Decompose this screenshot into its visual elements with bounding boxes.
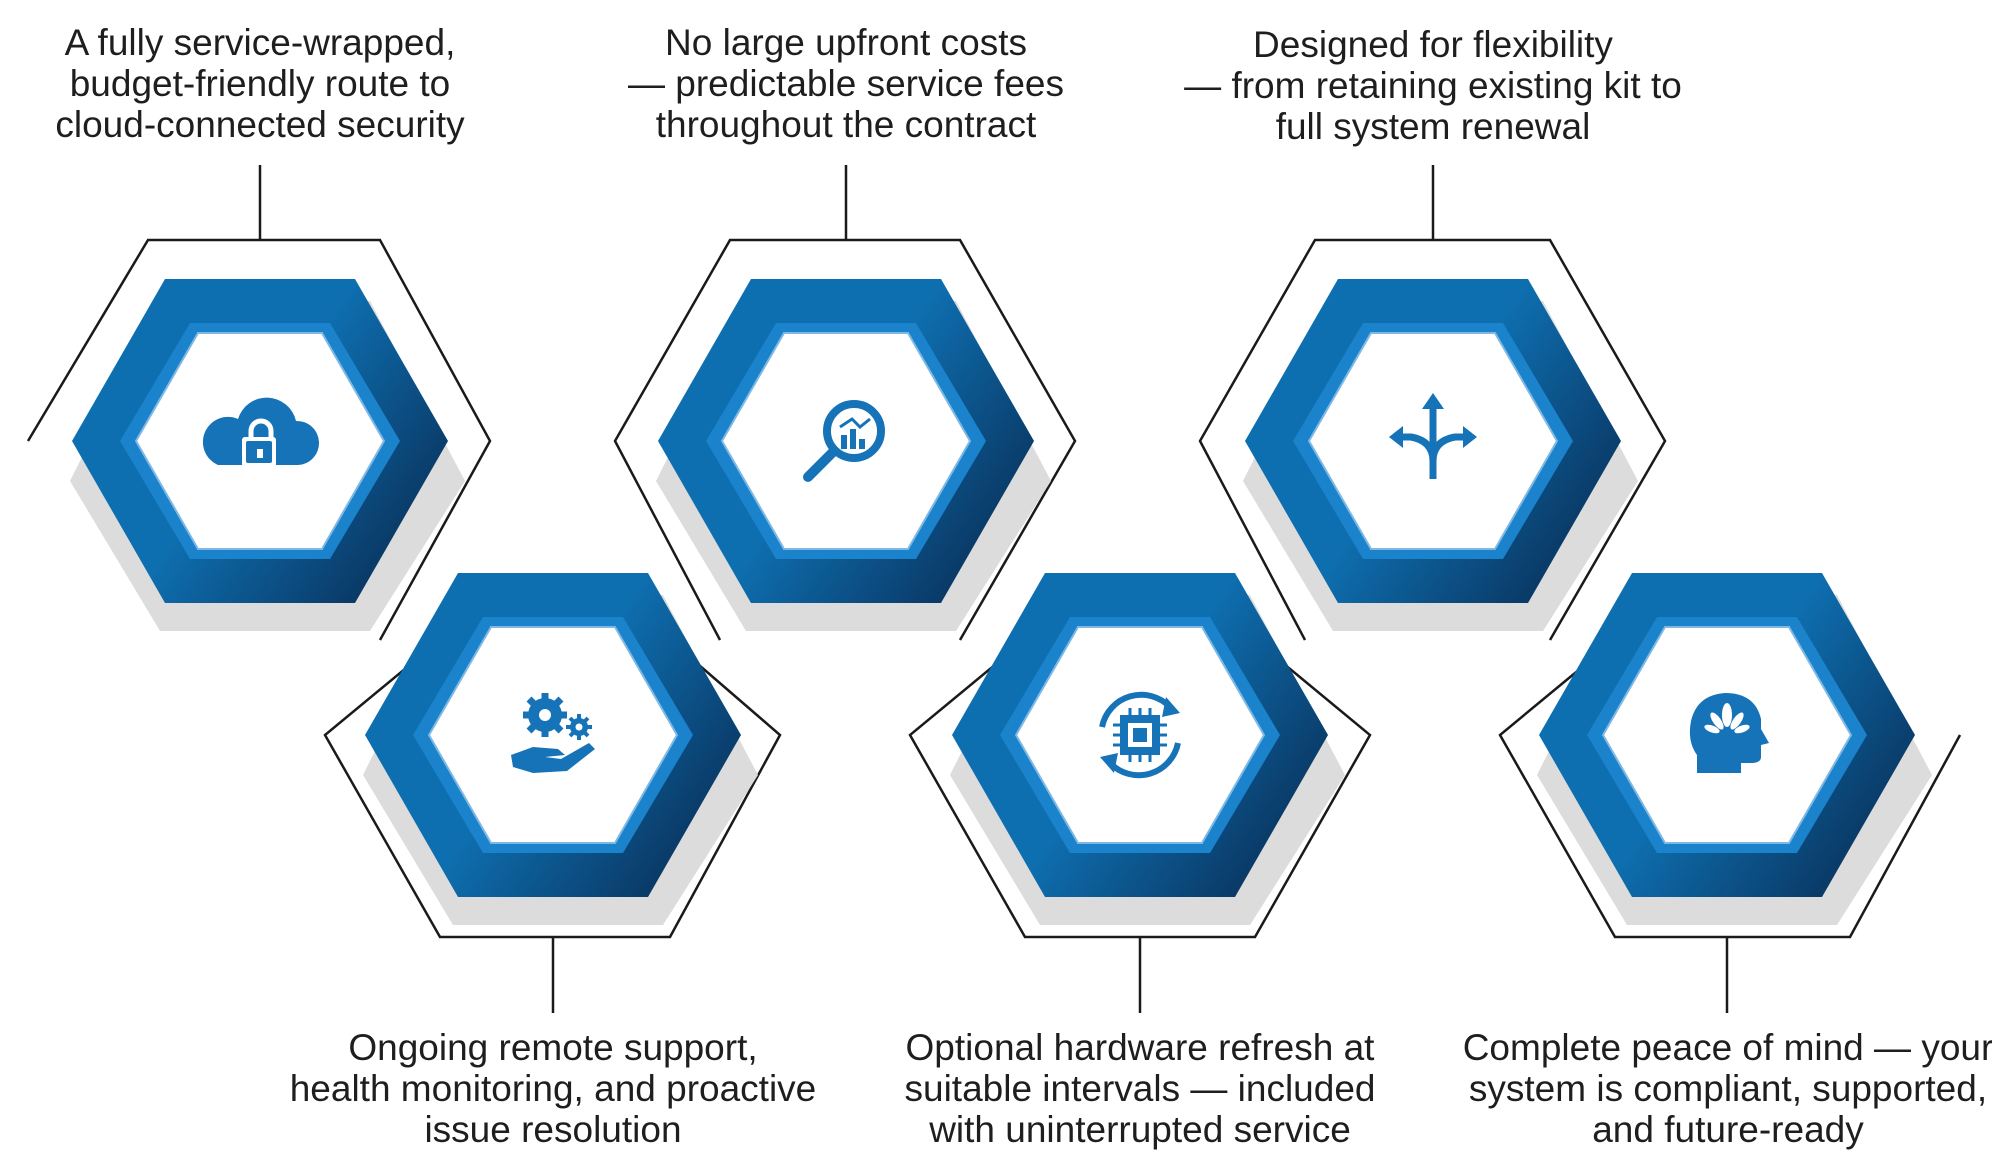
hexagon-hardware-refresh [950, 573, 1345, 925]
caption-line: suitable intervals — included [904, 1068, 1376, 1109]
caption-no-upfront-costs: No large upfront costs — predictable ser… [546, 22, 1146, 145]
caption-line: A fully service-wrapped, [64, 22, 456, 63]
caption-remote-support: Ongoing remote support, health monitorin… [253, 1027, 853, 1150]
caption-line: system is compliant, supported, [1468, 1068, 1988, 1109]
caption-line: health monitoring, and proactive [289, 1068, 817, 1109]
caption-line: — from retaining existing kit to [1184, 65, 1682, 106]
caption-line: Complete peace of mind — your [1462, 1027, 1992, 1068]
caption-line: Optional hardware refresh at [905, 1027, 1375, 1068]
caption-line: No large upfront costs [665, 22, 1027, 63]
hex-inner [427, 626, 679, 844]
split-arrows-icon [1389, 393, 1477, 479]
caption-flexibility: Designed for flexibility — from retainin… [1133, 24, 1733, 147]
magnifier-chart-icon [803, 400, 885, 482]
cloud-lock-icon [202, 397, 320, 467]
outline-hex-2 [323, 639, 782, 939]
caption-line: issue resolution [424, 1109, 682, 1150]
caption-hardware-refresh: Optional hardware refresh at suitable in… [840, 1027, 1440, 1150]
caption-line: cloud-connected security [55, 104, 465, 145]
caption-line: budget-friendly route to [69, 63, 451, 104]
caption-peace-of-mind: Complete peace of mind — your system is … [1428, 1027, 1992, 1150]
caption-line: Ongoing remote support, [348, 1027, 758, 1068]
caption-line: Designed for flexibility [1253, 24, 1613, 65]
caption-cloud-security: A fully service-wrapped, budget-friendly… [0, 22, 560, 145]
hexagon-cloud-security [70, 279, 465, 631]
caption-line: with uninterrupted service [929, 1109, 1351, 1150]
hexagon-no-upfront-costs [656, 279, 1051, 631]
lotus-head-icon [1689, 693, 1769, 773]
chip-refresh-icon [1099, 691, 1181, 779]
caption-line: and future-ready [1592, 1109, 1864, 1150]
outline-hex-1 [26, 238, 492, 641]
caption-line: full system renewal [1275, 106, 1591, 147]
hexagon-flexibility [1243, 279, 1638, 631]
hexagon-peace-of-mind [1537, 573, 1932, 925]
caption-line: throughout the contract [655, 104, 1037, 145]
caption-line: — predictable service fees [628, 63, 1064, 104]
hand-gears-icon [511, 693, 595, 773]
hexagon-remote-support [363, 573, 758, 925]
outline-hex-6 [1498, 639, 1962, 939]
